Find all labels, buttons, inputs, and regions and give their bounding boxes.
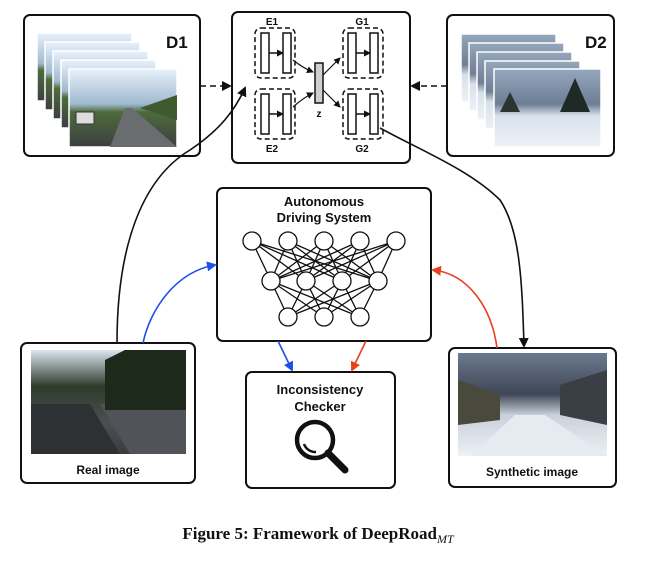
latent-z: z [314, 62, 324, 120]
magnifier-icon [294, 419, 349, 474]
inconsistency-checker-box: Inconsistency Checker [245, 371, 396, 489]
synthetic-image-box: Synthetic image [448, 347, 617, 488]
ads-title-line2: Driving System [277, 210, 372, 225]
ads-to-checker-blue-arrow [277, 340, 294, 372]
neural-network-icon [242, 231, 406, 327]
real-to-model-arrow [116, 86, 247, 344]
z-label: z [317, 109, 322, 120]
generator-g1 [342, 27, 384, 79]
real-image-photo [31, 350, 186, 454]
synthetic-image-label: Synthetic image [486, 465, 578, 479]
d1-dataset-box: D1 [23, 14, 201, 157]
unit-model-box: E1 E2 z G1 [231, 11, 411, 164]
g1-label: G1 [355, 17, 369, 28]
d2-image-stack [460, 33, 602, 148]
checker-title-line2: Checker [294, 399, 345, 414]
generator-g2 [342, 88, 384, 140]
caption-subscript: MT [436, 532, 455, 546]
real-image-box: Real image [20, 342, 196, 484]
d1-image-stack [36, 32, 178, 148]
d2-dataset-box: D2 [446, 14, 615, 157]
ads-to-checker-red-arrow [350, 340, 367, 372]
checker-title-line1: Inconsistency [277, 382, 364, 397]
encoder-e1 [254, 27, 296, 79]
nn-nodes [242, 231, 406, 327]
model-to-synthetic-arrow [379, 127, 529, 348]
synthetic-image-photo [458, 353, 607, 456]
figure-caption: Figure 5: Framework of DeepRoadMT [182, 524, 455, 546]
caption-main: Figure 5: Framework of DeepRoad [182, 524, 437, 543]
d2-label: D2 [585, 33, 607, 52]
real-image-label: Real image [76, 463, 140, 477]
ads-title-line1: Autonomous [284, 194, 364, 209]
d1-label: D1 [166, 33, 188, 52]
e2-label: E2 [266, 144, 279, 155]
e1-label: E1 [266, 17, 279, 28]
real-to-ads-arrow [142, 261, 217, 344]
encoder-e2 [254, 88, 296, 140]
synthetic-to-ads-arrow [431, 265, 498, 349]
autonomous-driving-system-box: Autonomous Driving System [216, 187, 432, 342]
g2-label: G2 [355, 144, 369, 155]
